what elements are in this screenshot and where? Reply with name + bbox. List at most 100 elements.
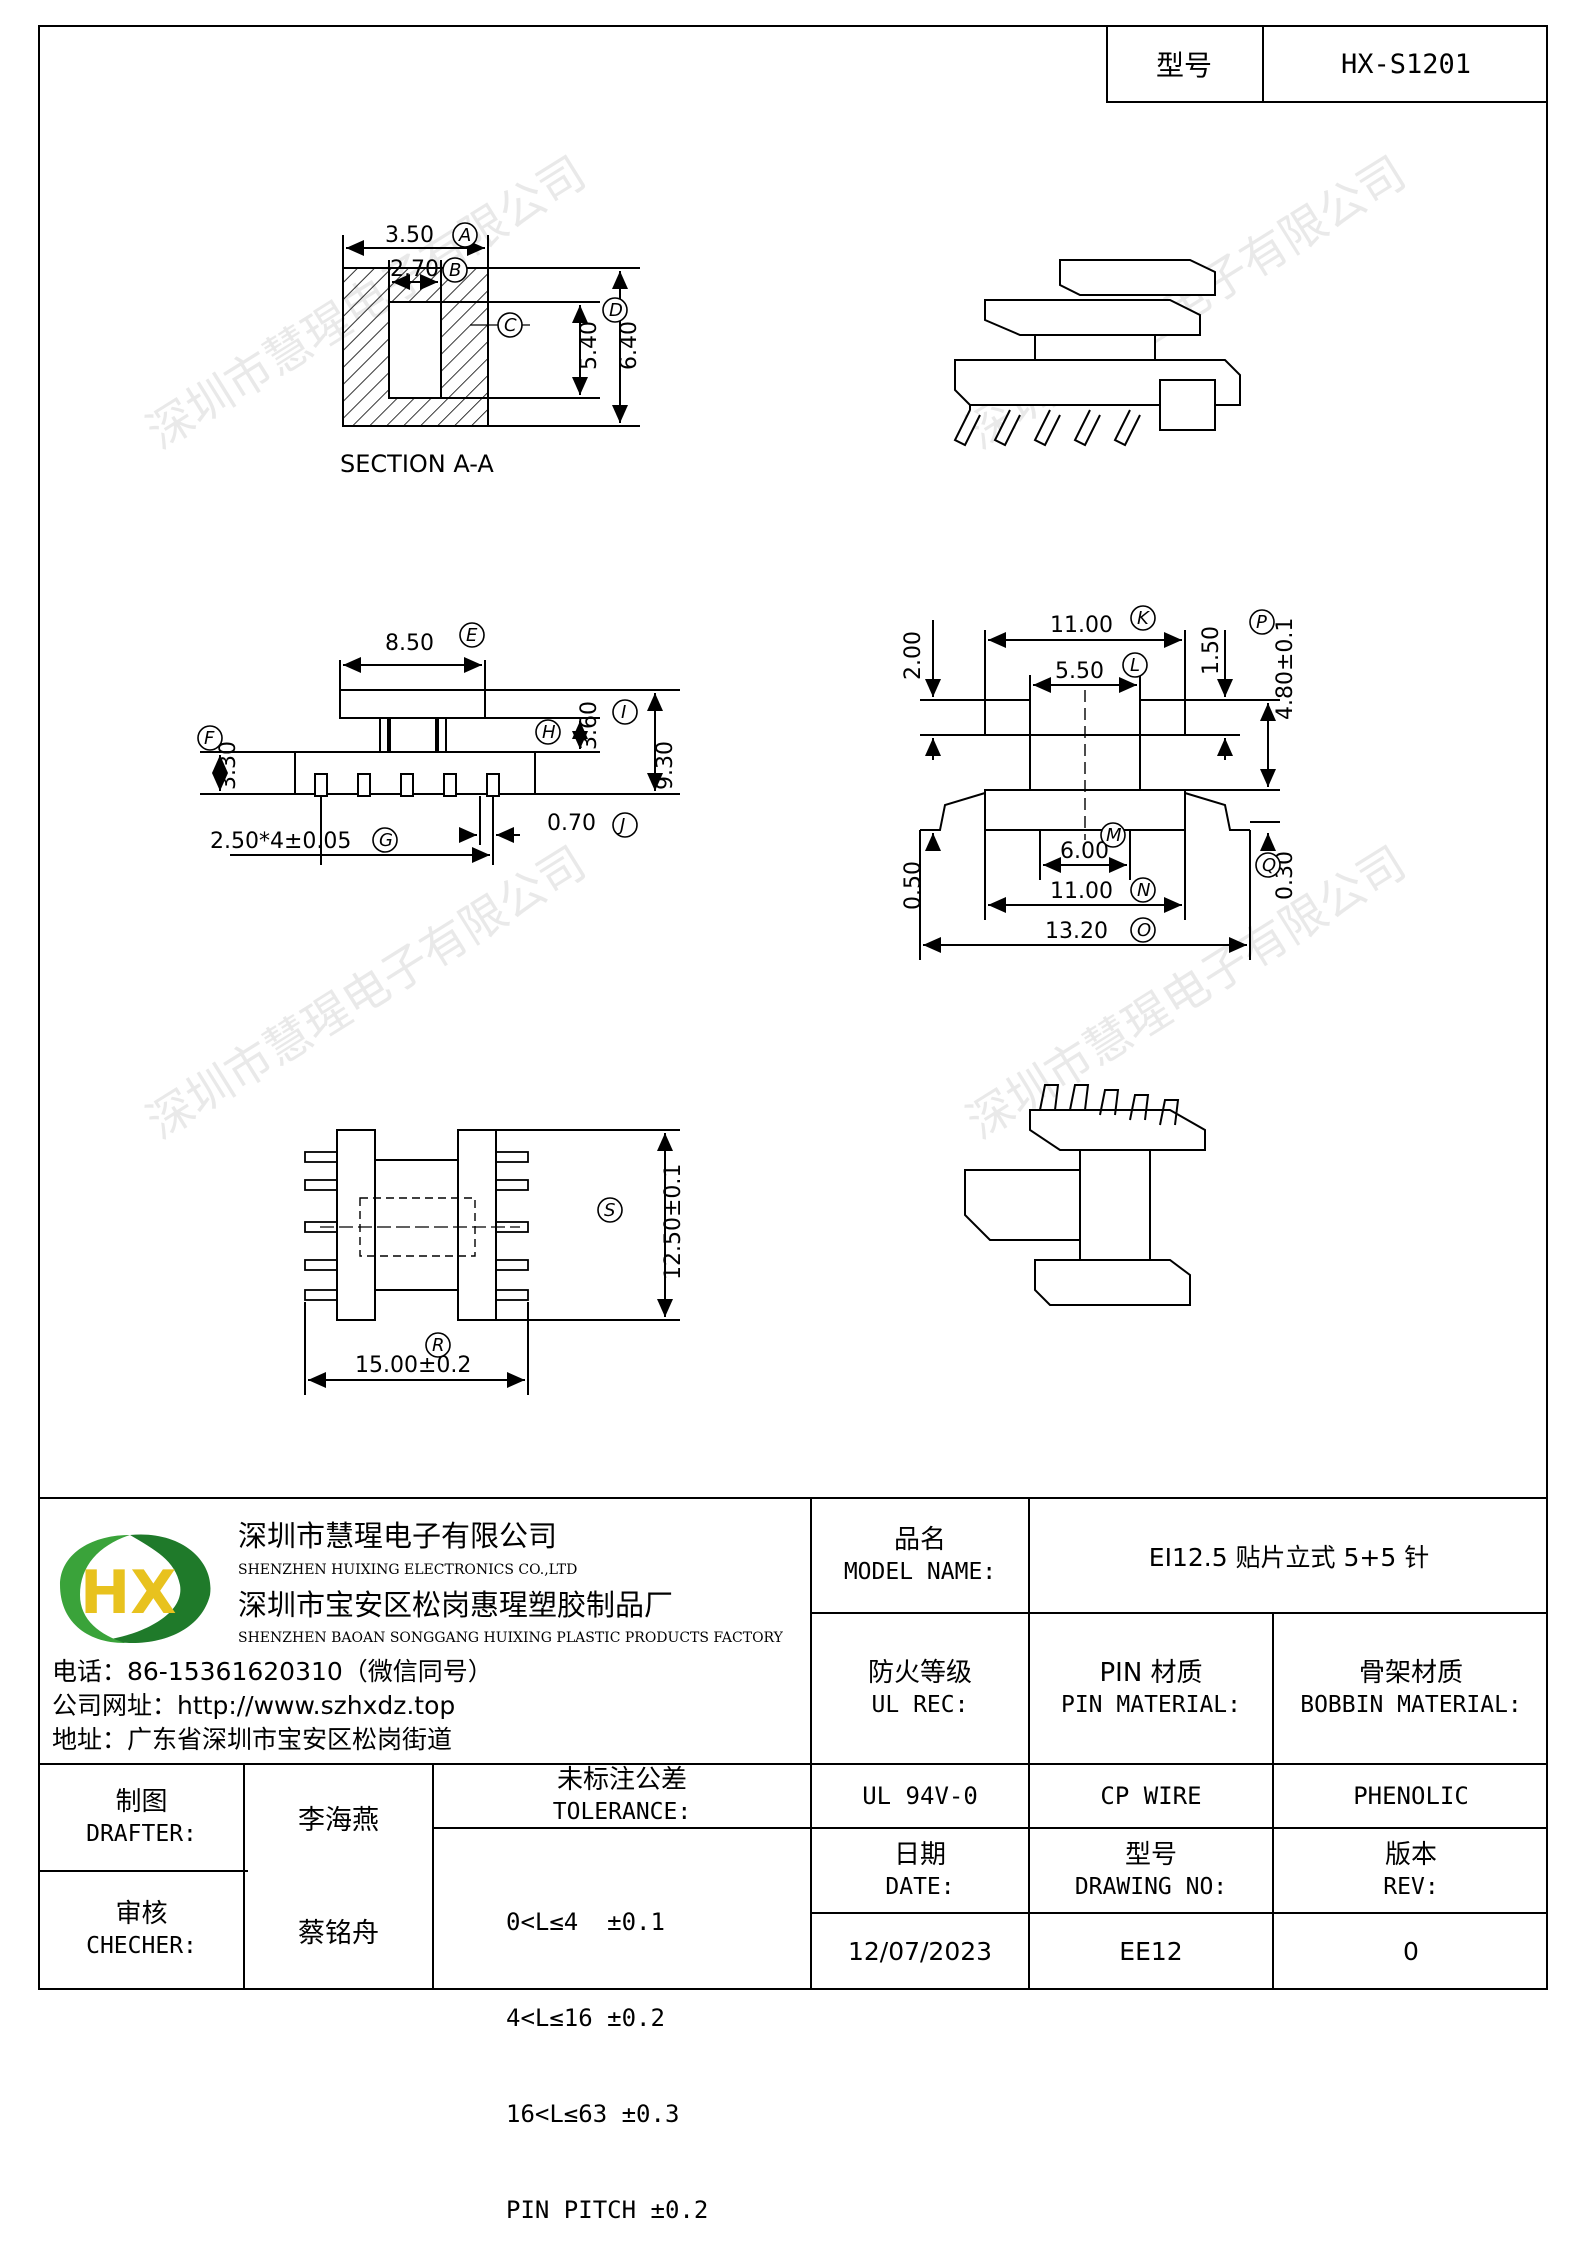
- ref-g: G: [372, 827, 398, 853]
- ref-j: J: [612, 812, 638, 838]
- svg-text:B: B: [449, 260, 461, 281]
- dim-g: 2.50*4±0.05: [210, 829, 351, 854]
- dim-d: 6.40: [617, 321, 642, 370]
- drafter-label: 制图 DRAFTER:: [40, 1765, 243, 1870]
- technical-drawing: 深圳市慧瑆电子有限公司 深圳市慧瑆电子有限公司 深圳市慧瑆电子有限公司 深圳市慧…: [137, 145, 1415, 1395]
- dim-m: 6.00: [1060, 839, 1109, 864]
- dim-b: 2.70: [390, 257, 439, 282]
- dimension-labels: 3.50 2.70 5.40 6.40 SECTION A-A 8.50 3.3…: [210, 223, 1298, 1378]
- dim-bottom-left-side: 0.50: [901, 861, 926, 910]
- ref-c: C: [497, 312, 523, 338]
- svg-text:G: G: [379, 830, 393, 851]
- logo-text: HX: [80, 1558, 176, 1628]
- dim-p: 4.80±0.1: [1273, 618, 1298, 720]
- pin-material-label-cn: PIN 材质: [1099, 1657, 1203, 1688]
- svg-text:K: K: [1137, 608, 1150, 629]
- rev-value: 0: [1403, 1936, 1419, 1966]
- dim-c: 5.40: [577, 321, 602, 370]
- svg-text:E: E: [466, 625, 478, 646]
- company-address: 地址：广东省深圳市宝安区松岗街道: [52, 1725, 453, 1754]
- dim-h: 3.60: [577, 701, 602, 750]
- header-model-label: 型号: [1155, 49, 1212, 82]
- dim-f: 3.30: [216, 741, 241, 790]
- checker-label-cn: 审核: [115, 1899, 168, 1929]
- tolerance-line: PIN PITCH ±0.2: [506, 2196, 709, 2224]
- drawing-no-label: 型号 DRAWING NO:: [1030, 1829, 1272, 1912]
- dim-o: 13.20: [1045, 919, 1108, 944]
- ref-k: K: [1130, 605, 1156, 631]
- svg-text:L: L: [1130, 655, 1140, 676]
- company-phone: 电话：86-15361620310（微信同号）: [52, 1657, 493, 1686]
- ul-rec-label: 防火等级 UL REC:: [812, 1614, 1028, 1763]
- bobbin-material-label: 骨架材质 BOBBIN MATERIAL:: [1274, 1614, 1548, 1763]
- factory-name-en: SHENZHEN BAOAN SONGGANG HUIXING PLASTIC …: [238, 1630, 783, 1646]
- rev-label-cn: 版本: [1384, 1839, 1437, 1870]
- ref-a: A: [452, 222, 478, 248]
- section-title: SECTION A-A: [340, 450, 494, 478]
- ref-r: R: [425, 1332, 451, 1358]
- dim-r: 15.00±0.2: [355, 1353, 471, 1378]
- model-name-label-en: MODEL NAME:: [843, 1558, 997, 1585]
- front-view: [200, 657, 680, 865]
- svg-text:C: C: [504, 315, 517, 336]
- dim-top-left-side: 2.00: [901, 631, 926, 680]
- dim-j: 0.70: [547, 811, 596, 836]
- svg-text:N: N: [1137, 880, 1150, 901]
- model-name-value: EI12.5 贴片立式 5+5 针: [1148, 1542, 1430, 1572]
- company-logo: HX: [60, 1534, 211, 1643]
- tolerance-line: 16<L≤63 ±0.3: [506, 2100, 680, 2128]
- model-name-label: 品名 MODEL NAME:: [812, 1499, 1028, 1612]
- checker-value: 蔡铭舟: [298, 1917, 379, 1949]
- svg-text:M: M: [1106, 825, 1122, 846]
- drafter-label-cn: 制图: [115, 1786, 168, 1817]
- ref-n: N: [1130, 877, 1156, 903]
- header-model-value: HX-S1201: [1340, 48, 1472, 80]
- tolerance-label-cn: 未标注公差: [556, 1765, 687, 1795]
- dim-n: 11.00: [1050, 879, 1113, 904]
- svg-text:P: P: [1256, 612, 1267, 633]
- ref-p: P: [1249, 609, 1275, 635]
- pin-material-value: CP WIRE: [1100, 1782, 1202, 1810]
- ref-h: H: [535, 719, 561, 745]
- pin-material-label-en: PIN MATERIAL:: [1060, 1691, 1241, 1718]
- svg-text:D: D: [609, 300, 623, 321]
- svg-text:I: I: [621, 702, 626, 723]
- tolerance-values: 0<L≤4 ±0.1 4<L≤16 ±0.2 16<L≤63 ±0.3 PIN …: [506, 1842, 806, 2258]
- dim-right-side: 1.50: [1199, 626, 1224, 675]
- bobbin-material-value: PHENOLIC: [1353, 1782, 1469, 1810]
- ul-rec-value: UL 94V-0: [862, 1782, 978, 1810]
- tolerance-line: 4<L≤16 ±0.2: [506, 2004, 665, 2032]
- side-view: [919, 620, 1280, 960]
- model-name-label-cn: 品名: [893, 1524, 946, 1555]
- drawing-no-label-en: DRAWING NO:: [1074, 1873, 1228, 1900]
- header-model-box: [1106, 25, 1548, 103]
- svg-text:S: S: [604, 1200, 615, 1221]
- ul-rec-label-en: UL REC:: [871, 1691, 969, 1718]
- ref-q: Q: [1255, 852, 1281, 878]
- bobbin-material-label-en: BOBBIN MATERIAL:: [1300, 1691, 1522, 1718]
- ref-s: S: [597, 1197, 623, 1223]
- ref-d: D: [602, 297, 628, 323]
- date-value: 12/07/2023: [847, 1936, 993, 1966]
- svg-text:J: J: [617, 815, 625, 836]
- top-view: [304, 1129, 680, 1395]
- ref-m: M: [1100, 822, 1126, 848]
- svg-text:R: R: [432, 1335, 445, 1356]
- drawing-no-label-cn: 型号: [1124, 1839, 1177, 1870]
- checker-label-en: CHECHER:: [86, 1933, 197, 1959]
- section-a-a-view: [342, 235, 640, 427]
- dim-l: 5.50: [1055, 659, 1104, 684]
- company-name-en: SHENZHEN HUIXING ELECTRONICS CO.,LTD: [238, 1562, 578, 1578]
- rev-label-en: REV:: [1383, 1873, 1439, 1900]
- ref-e: E: [459, 622, 485, 648]
- dim-e: 8.50: [385, 631, 434, 656]
- svg-text:O: O: [1137, 920, 1151, 941]
- ref-b: B: [442, 257, 468, 283]
- ref-f: F: [197, 725, 223, 751]
- ul-rec-label-cn: 防火等级: [867, 1657, 972, 1688]
- drafter-value: 李海燕: [298, 1805, 379, 1836]
- ref-i: I: [612, 699, 638, 725]
- date-label: 日期 DATE:: [812, 1829, 1028, 1912]
- tolerance-label: 未标注公差 TOLERANCE:: [434, 1765, 810, 1827]
- factory-name-cn: 深圳市宝安区松岗惠瑆塑胶制品厂: [238, 1588, 674, 1622]
